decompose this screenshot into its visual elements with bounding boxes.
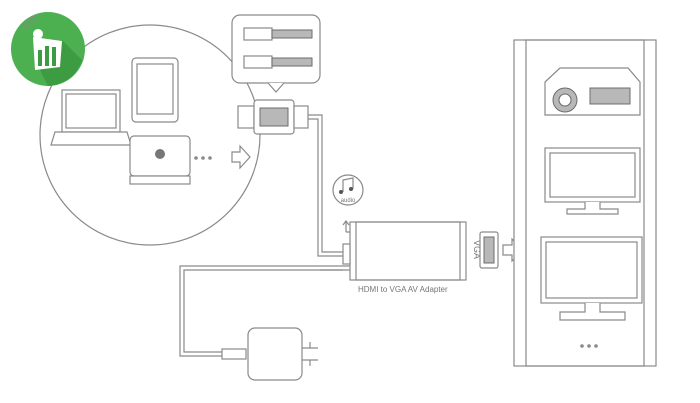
hdmi-cable [308, 114, 350, 257]
vga-label: VGA [472, 240, 482, 259]
monitor-icon [544, 147, 641, 215]
more-devices-dots [194, 156, 212, 160]
audio-label: audio [341, 198, 356, 204]
power-plug-end [221, 348, 247, 360]
laptop-icon [50, 89, 132, 146]
tv-icon [540, 236, 643, 321]
audio-icon: audio [332, 174, 364, 206]
tablet-icon [131, 57, 179, 123]
iwt-logo [11, 12, 85, 86]
power-adapter-icon [247, 327, 318, 381]
arrow-right-icon [231, 144, 251, 170]
adapter-label: HDMI to VGA AV Adapter [358, 285, 448, 294]
mac-mini-icon [129, 135, 191, 185]
source-devices-circle [39, 24, 261, 246]
hdmi-connector [237, 99, 309, 135]
vga-port [479, 231, 499, 269]
hdmi-to-vga-adapter [342, 221, 467, 281]
more-outputs-dots [580, 344, 598, 348]
power-cable [179, 265, 350, 357]
hdmi-plug-detail [231, 14, 321, 93]
projector-icon [544, 67, 641, 116]
